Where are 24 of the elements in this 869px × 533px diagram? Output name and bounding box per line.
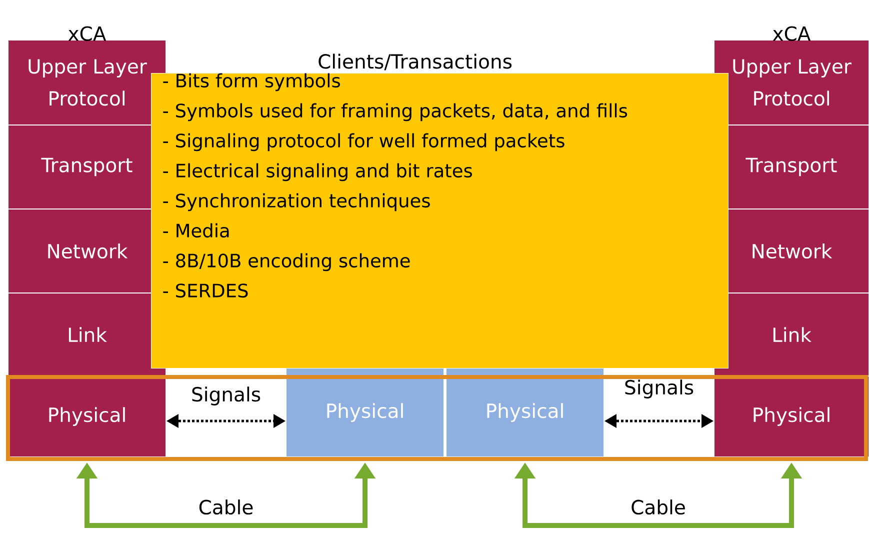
signal-arrow (166, 414, 286, 428)
layer-box: Transport (714, 124, 869, 210)
layer-box: Link (8, 292, 166, 376)
stack-heading: xCA (772, 26, 811, 41)
node-label: Upper Layer Protocol (733, 59, 852, 106)
layer-box: Network (714, 208, 869, 294)
layer-box: Physical (714, 376, 869, 458)
layer-box: Upper Layer Protocol (714, 40, 869, 126)
description-box: - Bits form symbols - Symbols used for framing packets, data, and fills - Signaling protocol for well formed packets - Electrical signaling and bit rates - Synchronization techniques - Media - 8B/10B encoding scheme - SERDES (151, 73, 728, 368)
signal-arrow (604, 414, 714, 428)
layer-caption: Clients/Transactions (318, 54, 512, 70)
node-label: Network (752, 243, 832, 259)
physical-layer-band (6, 375, 868, 461)
layer-box: Physical (8, 376, 166, 458)
edge-label: Signals (625, 380, 694, 398)
layer-box: Physical (446, 368, 604, 458)
layer-box: Physical (286, 368, 444, 458)
stack-heading: xCA (68, 26, 106, 41)
edge-label: Signals (192, 386, 260, 406)
node-label: Link (773, 327, 812, 342)
layer-box: Link (714, 292, 869, 376)
edge-label: Cable (632, 499, 685, 515)
node-label: Transport (746, 158, 837, 176)
edge-label: Cable (199, 499, 253, 515)
